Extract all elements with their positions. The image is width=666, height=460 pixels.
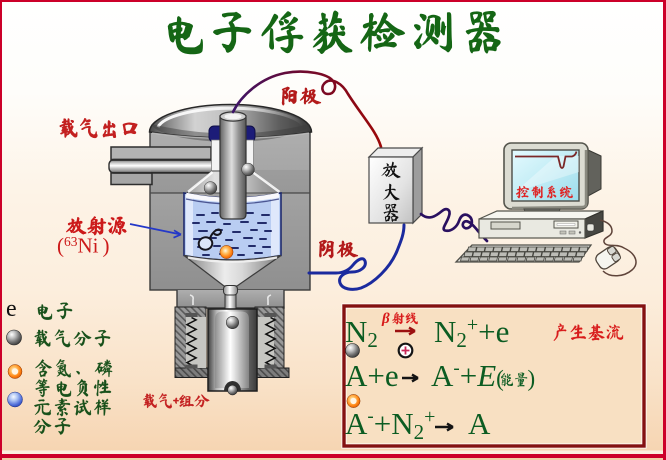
svg-text:A: A: [468, 406, 491, 441]
svg-text:e: e: [6, 296, 17, 322]
svg-text:A+e: A+e: [345, 358, 399, 393]
svg-text:β: β: [381, 311, 390, 327]
svg-text:A-+E(: A-+E(: [431, 358, 504, 393]
svg-text:): ): [528, 366, 536, 391]
